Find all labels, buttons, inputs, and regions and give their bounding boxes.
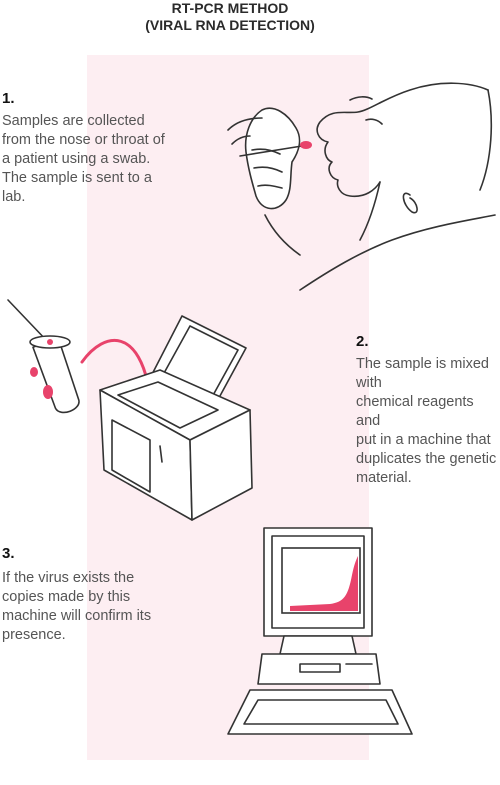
step-2-text: The sample is mixed with chemical reagen… [356,356,497,486]
step-1-text: Samples are collected from the nose or t… [2,113,165,205]
pcr-machine-icon [99,315,253,521]
sample-tube-icon [7,299,80,414]
step-3-text: If the virus exists the copies made by t… [2,570,152,643]
step-3-number: 3. [2,545,15,562]
patient-swab-illustration [227,82,496,291]
swab-tip [300,141,312,149]
page-title: RT-PCR METHOD (VIRAL RNA DETECTION) [145,0,315,33]
computer-result-icon [227,527,413,735]
step-2-number: 2. [356,333,369,350]
step-1-number: 1. [2,90,15,107]
